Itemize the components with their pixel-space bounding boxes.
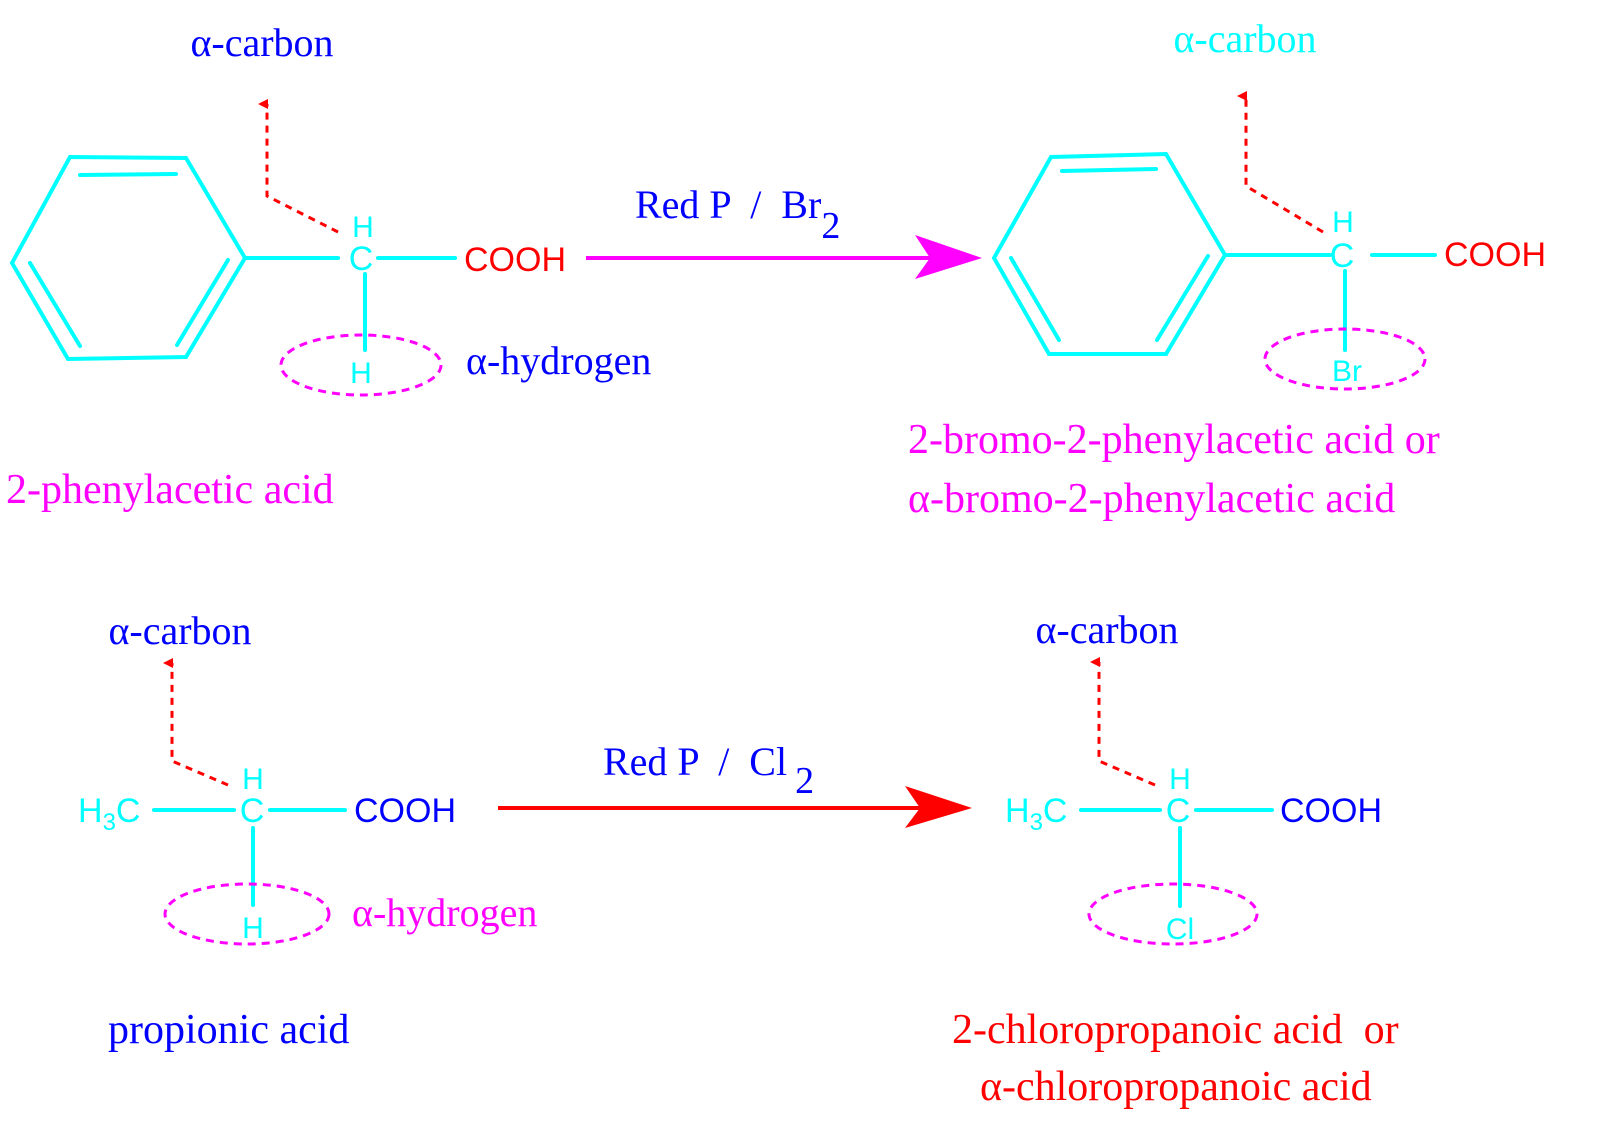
benzene-ring	[991, 151, 1228, 356]
atom-h-top: H	[1332, 206, 1354, 239]
alpha-carbon-label: α-carbon	[108, 608, 251, 653]
ch3-group: H3C	[1005, 792, 1067, 836]
cooh-group: COOH	[1444, 236, 1546, 274]
alpha-hydrogen-label: α-hydrogen	[466, 338, 651, 383]
alpha-hydrogen-ellipse	[163, 882, 331, 946]
atom-c: C	[1330, 237, 1355, 275]
product-1-bromophenylacetic-acid: H C COOH Br α-carbon 2-bromo-2-phenylace…	[908, 16, 1546, 522]
alpha-carbon-dashed-arrow	[1090, 657, 1156, 787]
product-2-chloropropanoic-acid: H3C H C COOH Cl α-carbon 2-chloropropano…	[952, 607, 1399, 1110]
atom-br: Br	[1332, 355, 1362, 388]
atom-h-bottom: H	[242, 912, 264, 945]
reactant-name: propionic acid	[108, 1007, 349, 1053]
alpha-carbon-dashed-arrow	[1237, 91, 1324, 234]
ch3-group: H3C	[78, 792, 140, 836]
ch3-c: C	[116, 792, 141, 830]
atom-c: C	[240, 792, 265, 830]
reagent-1: Red P / Br2	[635, 182, 840, 247]
alpha-carbon-dashed-arrow	[163, 658, 229, 787]
alpha-carbon-label: α-carbon	[190, 20, 333, 65]
alpha-carbon-label: α-carbon	[1035, 607, 1178, 652]
atom-h-top: H	[352, 211, 374, 244]
atom-cl: Cl	[1166, 913, 1194, 946]
reagent-1-text: Red P / Br	[635, 182, 821, 227]
alpha-carbon-dashed-arrow	[258, 99, 339, 234]
reagent-2-text: Red P / Cl	[603, 739, 787, 784]
reaction-1-arrow: Red P / Br2	[586, 182, 982, 279]
cooh-group: COOH	[354, 792, 456, 830]
product-name-line-2: α-chloropropanoic acid	[980, 1064, 1372, 1110]
product-name-line-1: 2-chloropropanoic acid or	[952, 1007, 1399, 1053]
atom-h-bottom: H	[350, 357, 372, 390]
substituent-ellipse	[1087, 882, 1259, 946]
atom-c: C	[349, 240, 374, 278]
atom-h-top: H	[242, 763, 264, 796]
product-name-line-1: 2-bromo-2-phenylacetic acid or	[908, 417, 1440, 463]
reagent-2-subscript: 2	[795, 760, 814, 802]
benzene-ring	[9, 154, 248, 362]
ch3-subscript: 3	[103, 809, 116, 836]
ch3-h: H	[1005, 792, 1030, 830]
atom-c: C	[1166, 792, 1191, 830]
ch3-h: H	[78, 792, 103, 830]
substituent-ellipse	[1263, 327, 1427, 391]
alpha-hydrogen-ellipse	[279, 333, 443, 397]
ch3-c: C	[1043, 792, 1068, 830]
reactant-1-phenylacetic-acid: H C COOH H α-carbon α-hydrogen 2-phenyla…	[6, 20, 651, 513]
cooh-group: COOH	[1280, 792, 1382, 830]
product-name-line-2: α-bromo-2-phenylacetic acid	[908, 476, 1395, 522]
reactant-2-propionic-acid: H3C H C COOH H α-carbon α-hydrogen propi…	[78, 608, 537, 1053]
reactant-name: 2-phenylacetic acid	[6, 467, 334, 513]
alpha-carbon-label: α-carbon	[1173, 16, 1316, 61]
reagent-1-subscript: 2	[821, 205, 840, 247]
cooh-group: COOH	[464, 241, 566, 279]
alpha-hydrogen-label: α-hydrogen	[352, 890, 537, 935]
ch3-subscript: 3	[1030, 809, 1043, 836]
atom-h-top: H	[1169, 763, 1191, 796]
